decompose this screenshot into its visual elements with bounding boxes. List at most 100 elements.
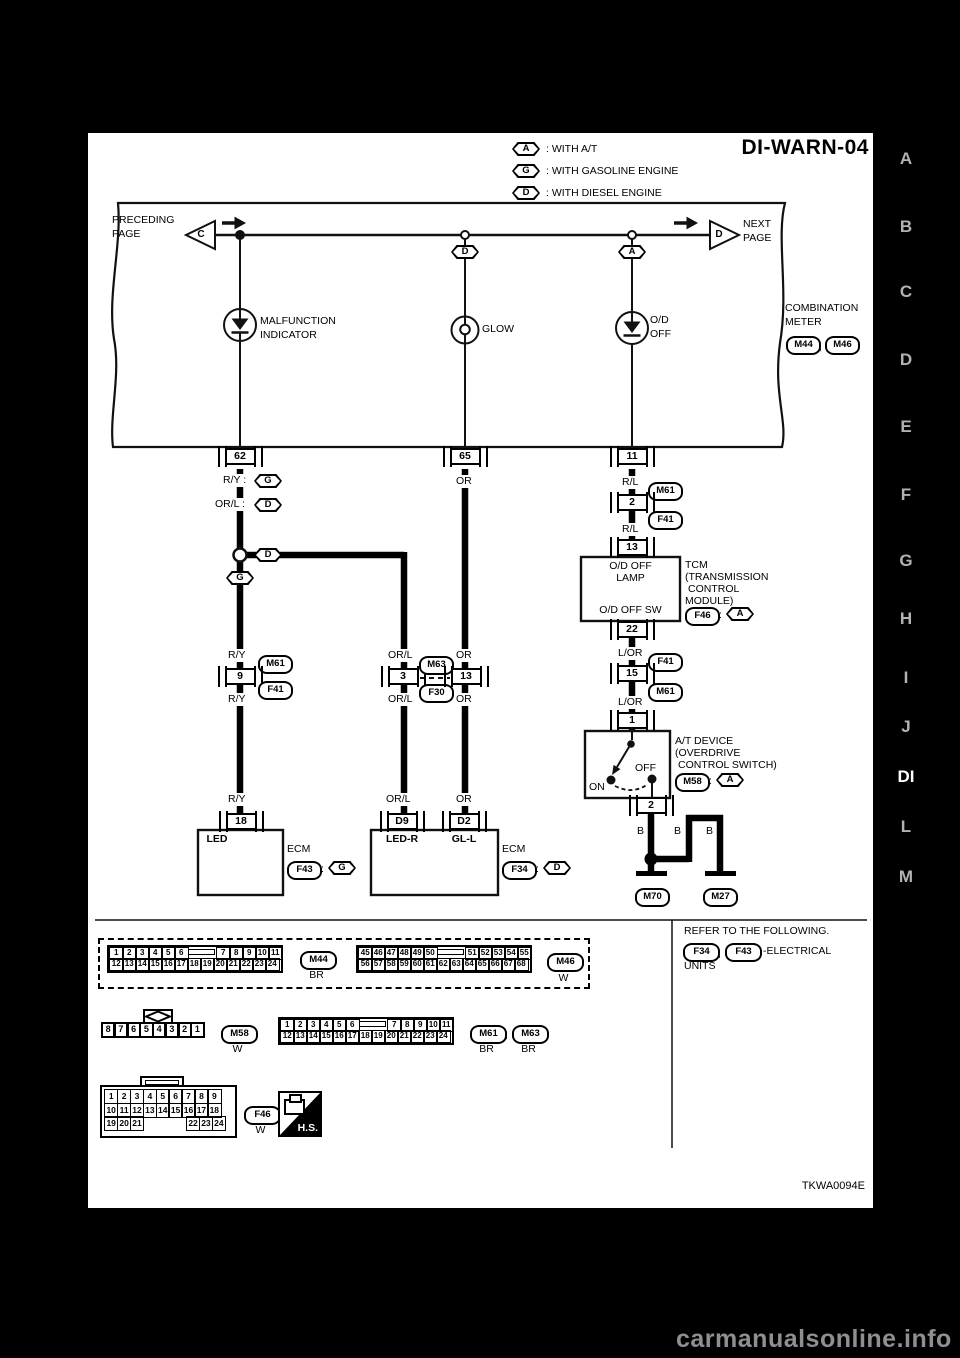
pin-cell: 20 <box>384 1030 399 1043</box>
sidebar-letter-c: C <box>899 282 913 301</box>
pin-cell: 9 <box>413 1019 428 1032</box>
pin-cell: 24 <box>211 1116 227 1131</box>
pin-cell: 51 <box>465 947 480 960</box>
wire-label-lor2: L/OR <box>617 696 644 709</box>
pin-cell: 24 <box>436 1030 451 1043</box>
pin-d2: D2 <box>441 811 487 832</box>
colon4: : <box>709 775 712 787</box>
pin-cell: 21 <box>129 1116 145 1131</box>
colon2: : <box>536 863 539 875</box>
pin-cell: 55 <box>517 947 532 960</box>
pin-3: 3 <box>380 666 426 687</box>
pin-cell: 57 <box>371 958 386 971</box>
grid-tag-m63: M63 <box>512 1025 549 1044</box>
sidebar-letter-a: A <box>899 149 913 168</box>
tcm-lamp-label2: LAMP <box>616 572 645 584</box>
comma3: , <box>718 948 721 960</box>
hs-view-icon: H.S. <box>278 1091 322 1137</box>
sidebar-letter-f: F <box>900 485 912 504</box>
pin-cell: 3 <box>306 1019 321 1032</box>
wire-label-b3: B <box>705 825 715 838</box>
pin-cell: 60 <box>410 958 425 971</box>
split-tag-diesel: D <box>254 548 282 562</box>
pin-cell: 7 <box>216 947 231 960</box>
pin-cell: 53 <box>491 947 506 960</box>
ecm2-tag-d: D <box>543 861 571 875</box>
pin-cell: 65 <box>475 958 490 971</box>
manual-sheet: DI-WARN-04 A : WITH A/T G : WITH GASOLIN… <box>88 133 873 1208</box>
pin-cell: 48 <box>397 947 412 960</box>
legend-text-d: : WITH DIESEL ENGINE <box>546 187 662 199</box>
grid-tag-m46: M46 <box>547 953 584 972</box>
od-off-label2: OFF <box>650 328 671 340</box>
combination-meter-label2: METER <box>785 316 822 328</box>
atd-name: A/T DEVICE <box>675 735 734 747</box>
pin-cell: 8 <box>400 1019 415 1032</box>
connector-tag-m61: M61 <box>258 655 293 674</box>
pin-cell: 62 <box>436 958 451 971</box>
pin-cell: 59 <box>397 958 412 971</box>
pin-cell: 18 <box>358 1030 373 1043</box>
split-tag-gasoline: G <box>226 571 254 585</box>
pin-cell: 15 <box>319 1030 334 1043</box>
refer-note: REFER TO THE FOLLOWING. <box>684 925 830 937</box>
grid-color-m58: W <box>232 1043 243 1055</box>
page-arrows <box>183 219 742 251</box>
ecm2-label: ECM <box>502 843 526 855</box>
pin-cell: 22 <box>410 1030 425 1043</box>
wire-label-ry: R/Y <box>227 649 247 662</box>
pin-13: 13 <box>443 666 489 687</box>
switch-off-label: OFF <box>635 762 656 774</box>
meter-thin-wires <box>239 235 633 447</box>
pin-cell: 56 <box>358 958 373 971</box>
sidebar-letter-di-active: DI <box>897 767 915 786</box>
od-off-label: O/D <box>650 314 669 326</box>
malfunction-indicator-label2: INDICATOR <box>260 329 317 341</box>
connector-tag-f41c: F41 <box>648 653 683 672</box>
pin-cell: 46 <box>371 947 386 960</box>
pin-62: 62 <box>217 446 263 467</box>
ecm2-pin-label-gll: GL-L <box>451 833 477 845</box>
pin-cell: 13 <box>293 1030 308 1043</box>
wire-label-or: OR <box>455 475 473 488</box>
malfunction-indicator-label: MALFUNCTION <box>260 315 336 327</box>
pin-cell: 58 <box>384 958 399 971</box>
pin-cell: 17 <box>174 958 189 971</box>
pin-cell: 24 <box>265 958 280 971</box>
pin-cell: 21 <box>226 958 241 971</box>
wire-tag-d: D <box>254 498 282 512</box>
next-page-tag: D <box>715 229 723 240</box>
wire-label-ry-g: R/Y : <box>222 474 248 487</box>
grid-color-f46: W <box>255 1124 266 1136</box>
sidebar-letter-g: G <box>899 551 913 570</box>
ecm1-pin-label: LED <box>206 833 228 845</box>
pin-1: 1 <box>609 710 655 731</box>
pin-cell: 22 <box>239 958 254 971</box>
wire-label-orl3: OR/L <box>385 793 412 806</box>
refer-note2: -ELECTRICAL <box>763 945 832 957</box>
legend-tag-g: G <box>512 164 540 178</box>
tcm-name3: CONTROL <box>688 583 740 595</box>
sidebar-letter-b: B <box>899 217 913 236</box>
pin-cell: 8 <box>229 947 244 960</box>
tcm-tag-a: A <box>726 607 754 621</box>
grid-color-m44: BR <box>309 969 324 981</box>
pin-cell: 19 <box>371 1030 386 1043</box>
pin-cell: 1 <box>109 947 124 960</box>
sidebar-letter-h: H <box>899 609 913 628</box>
pin-cell: 4 <box>319 1019 334 1032</box>
tcm-sw-label: O/D OFF SW <box>599 604 662 616</box>
tcm-name2: (TRANSMISSION <box>685 571 769 583</box>
sidebar-letter-m: M <box>898 867 914 886</box>
wire-label-b1: B <box>636 825 646 838</box>
footer-rules <box>95 919 867 1148</box>
grid-color-m63: BR <box>521 1043 536 1055</box>
pin-cell: 23 <box>252 958 267 971</box>
connector-tag-f43: F43 <box>287 861 322 880</box>
ground-tag-m27: M27 <box>703 888 738 907</box>
malfunction-indicator-symbol <box>223 308 257 342</box>
pin-2: 2 <box>609 492 655 513</box>
